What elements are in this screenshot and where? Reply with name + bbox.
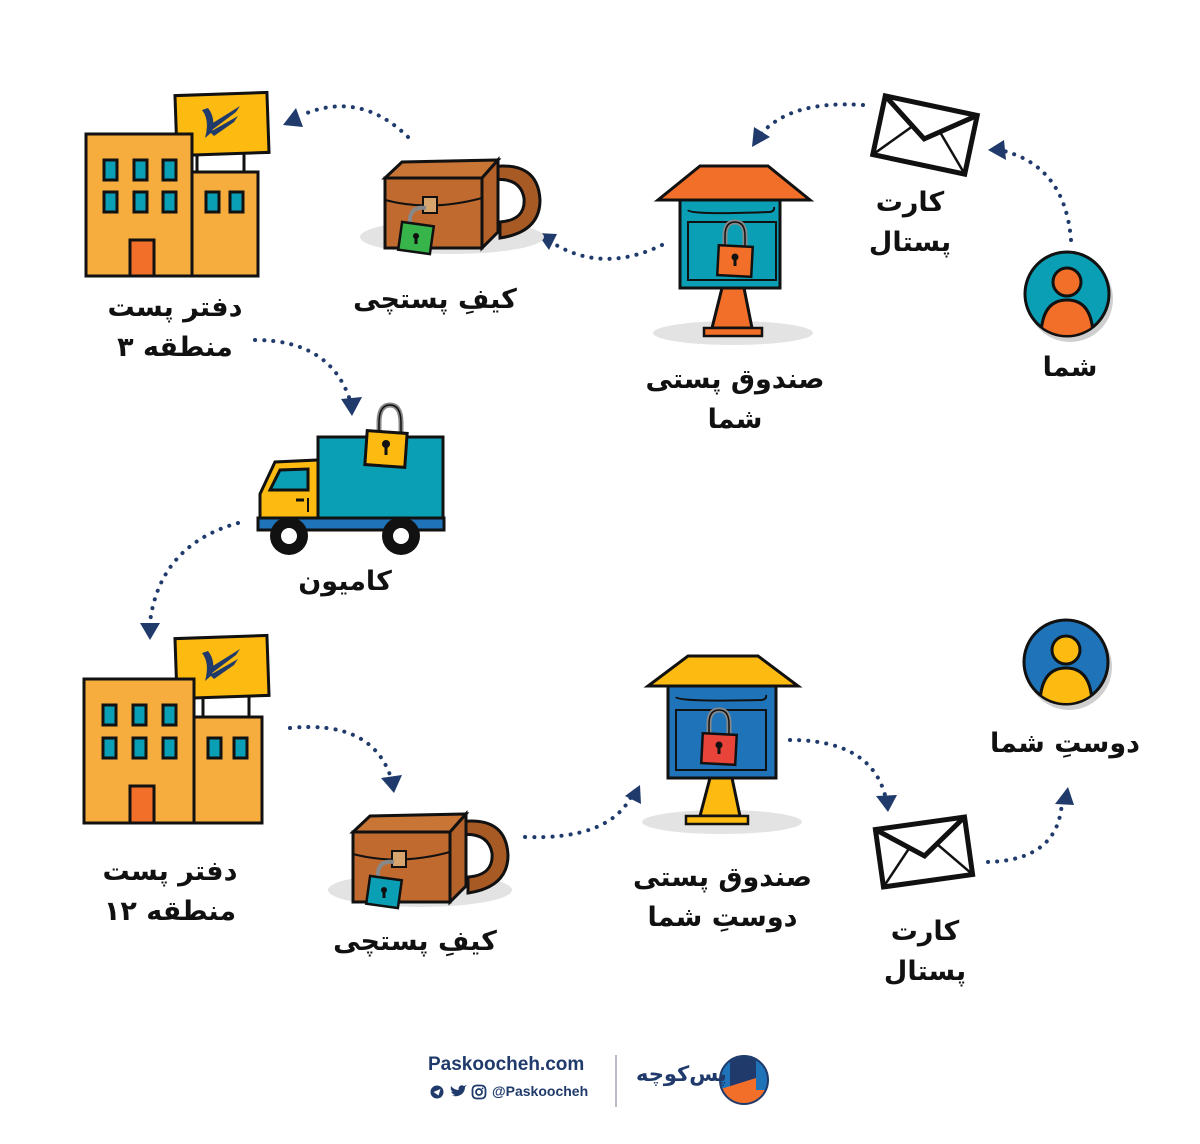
person-you-icon — [1023, 250, 1113, 342]
post-logo-icon — [202, 649, 240, 681]
node-label-your-mailbox: صندوق پستی شما — [630, 360, 840, 440]
node-label-friend: دوستِ شما — [990, 724, 1140, 764]
arrowhead-icon — [876, 795, 897, 812]
label-line: کیفِ پستچی — [333, 926, 497, 957]
label-line: صندوق پستی — [633, 862, 812, 893]
post-logo-icon — [202, 106, 240, 138]
paskoocheh-logo-icon — [719, 1055, 769, 1105]
arrow-mailbox-to-bag — [546, 238, 664, 261]
arrowhead-icon — [625, 785, 641, 804]
arrow-postcard-to-friend — [986, 798, 1064, 864]
footer-social-handle[interactable]: @Paskoocheh — [492, 1083, 589, 1099]
arrowhead-icon — [140, 623, 160, 640]
label-line: دفتر پست — [102, 856, 238, 887]
arrowhead-icon — [283, 108, 303, 127]
label-line: کارت — [890, 916, 960, 947]
node-label-mailbag-2: کیفِ پستچی — [320, 922, 510, 962]
post-office-12-icon — [82, 633, 271, 825]
label-line: کارت — [875, 187, 945, 218]
twitter-icon — [450, 1085, 467, 1097]
label-line: پستال — [883, 956, 967, 987]
node-label-postcard-1: کارت پستال — [855, 183, 965, 263]
arrow-friendbox-to-postcard — [788, 738, 887, 797]
label-line: منطقه ۱۲ — [103, 896, 237, 927]
footer-divider — [615, 1055, 617, 1107]
telegram-icon — [430, 1085, 444, 1099]
footer-brand-name: پس‌کوچه — [636, 1062, 727, 1086]
label-line: کیفِ پستچی — [353, 284, 517, 315]
node-label-mailbag-1: کیفِ پستچی — [340, 280, 530, 320]
node-label-friend-mailbox: صندوق پستی دوستِ شما — [615, 858, 830, 938]
arrow-office3-to-truck — [253, 338, 352, 402]
label-line: پستال — [868, 227, 952, 258]
envelope-icon — [869, 92, 981, 178]
instagram-icon — [471, 1084, 487, 1100]
arrow-you-to-postcard — [998, 148, 1073, 242]
label-line: صندوق پستی — [645, 364, 825, 395]
label-line: شما — [707, 404, 763, 435]
mailbox-you-icon — [653, 164, 815, 345]
label-line: دوستِ شما — [990, 728, 1140, 759]
arrowhead-icon — [381, 775, 402, 793]
person-friend-icon — [1022, 618, 1112, 710]
node-label-post-office-12: دفتر پست منطقه ۱۲ — [80, 852, 260, 932]
label-line: دفتر پست — [107, 292, 243, 323]
arrow-office12-to-bag2 — [288, 725, 392, 777]
arrow-postcard-to-mailbox — [758, 102, 865, 137]
label-line: منطقه ۳ — [117, 332, 233, 363]
node-label-you: شما — [1010, 348, 1130, 388]
mailbag-2-icon — [328, 810, 512, 910]
footer-site-link[interactable]: Paskoocheh.com — [428, 1054, 585, 1075]
label-line: دوستِ شما — [647, 902, 798, 933]
arrowhead-icon — [988, 140, 1006, 160]
label-line: شما — [1042, 352, 1098, 383]
arrowhead-icon — [1055, 787, 1074, 805]
mailbag-1-icon — [360, 156, 544, 256]
node-label-postcard-2: کارت پستال — [870, 912, 980, 992]
arrowhead-icon — [341, 397, 362, 416]
node-label-post-office-3: دفتر پست منطقه ۳ — [85, 288, 265, 368]
arrowhead-icon — [752, 127, 770, 147]
post-office-3-icon — [84, 90, 271, 278]
envelope-icon — [872, 814, 976, 890]
arrow-truck-to-office12 — [148, 521, 240, 624]
truck-icon — [256, 402, 446, 555]
label-line: کامیون — [298, 566, 392, 597]
arrow-bag2-to-friendbox — [523, 793, 634, 840]
mailbox-friend-icon — [642, 654, 803, 834]
node-label-truck: کامیون — [280, 562, 410, 602]
arrow-bag-to-office3 — [300, 104, 410, 139]
